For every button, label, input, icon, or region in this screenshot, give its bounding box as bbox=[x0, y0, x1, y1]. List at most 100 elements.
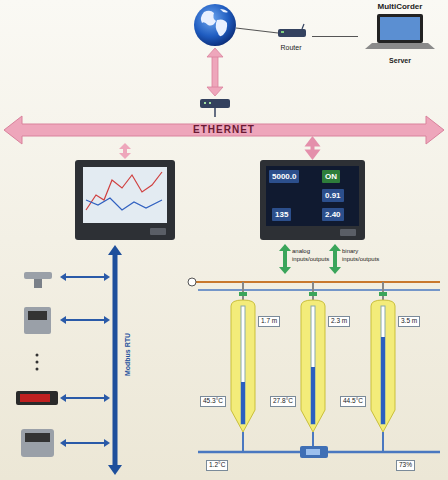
measurement-label: 3.5 m bbox=[398, 316, 420, 327]
router-icon-part bbox=[302, 24, 304, 29]
modbus-arrows-part bbox=[104, 316, 110, 324]
drain-pipes-part bbox=[312, 432, 314, 446]
recorder-link-arrow-part bbox=[119, 143, 131, 149]
value-recorder-part bbox=[260, 160, 365, 240]
modbus-arrows-part bbox=[60, 394, 66, 402]
laptop-icon-part bbox=[380, 17, 420, 40]
value-recorder-part bbox=[340, 229, 356, 236]
modbus-arrows-part bbox=[113, 254, 118, 466]
globe-icon-part bbox=[194, 4, 236, 46]
switch-icon-part bbox=[214, 108, 216, 117]
modbus-arrows-part bbox=[108, 465, 122, 475]
process-pipes-part bbox=[309, 292, 317, 296]
internet-arrow-part bbox=[212, 56, 218, 88]
modbus-arrows-part bbox=[64, 442, 106, 444]
measurement-label: 1.7 m bbox=[258, 316, 280, 327]
globe-icon-part bbox=[220, 9, 228, 13]
internet-arrow-part bbox=[207, 87, 223, 96]
wan-line bbox=[236, 28, 278, 33]
laptop-icon-part bbox=[377, 14, 423, 43]
process-pipes-part bbox=[312, 282, 314, 300]
process-pipes bbox=[188, 278, 440, 300]
connector bbox=[312, 36, 358, 37]
drain-pipes-part bbox=[242, 432, 244, 452]
tank-part bbox=[241, 382, 245, 424]
server-node: MultiCorderServer bbox=[358, 2, 442, 66]
bus-label: Modbus RTU bbox=[123, 325, 132, 385]
display-value: 135 bbox=[272, 208, 291, 221]
recorder-link-arrow bbox=[119, 143, 131, 159]
measurement-label: 44.5°C bbox=[340, 396, 366, 407]
node-label: MultiCorder bbox=[378, 2, 423, 12]
chart-recorder bbox=[75, 160, 175, 240]
io-label: analog inputs/outputs bbox=[292, 247, 336, 263]
field-devices-part bbox=[24, 272, 52, 279]
drain-pipes-part bbox=[382, 432, 384, 452]
switch-icon bbox=[200, 99, 230, 117]
arrow-head bbox=[305, 136, 321, 146]
display-value: 0.91 bbox=[322, 189, 344, 202]
ethernet-band bbox=[4, 116, 444, 144]
globe-icon-part bbox=[216, 19, 227, 36]
field-devices-part bbox=[20, 394, 50, 402]
chart-recorder-part bbox=[75, 160, 175, 240]
tank-part bbox=[241, 306, 245, 424]
connector-line bbox=[312, 36, 358, 37]
modbus-arrows bbox=[60, 245, 122, 475]
tank-part bbox=[371, 300, 395, 432]
switch-icon-part bbox=[200, 99, 230, 108]
internet-arrow bbox=[207, 48, 223, 96]
laptop-icon bbox=[365, 14, 435, 49]
process-pipes-part bbox=[188, 278, 196, 286]
field-devices-part bbox=[28, 311, 47, 320]
io-label: binary inputs/outputs bbox=[342, 247, 390, 263]
modbus-arrows-part bbox=[60, 439, 66, 447]
process-pipes-part bbox=[379, 292, 387, 296]
field-devices-part bbox=[36, 354, 39, 357]
tank-part bbox=[301, 300, 325, 432]
chart-recorder-part bbox=[86, 198, 162, 210]
globe-icon bbox=[194, 4, 236, 46]
drain-pipes-part bbox=[306, 449, 320, 455]
modbus-arrows-part bbox=[104, 394, 110, 402]
modbus-arrows-part bbox=[64, 276, 106, 278]
tank-part bbox=[311, 306, 315, 424]
measurement-label: 1.2°C bbox=[206, 460, 228, 471]
field-devices-part bbox=[21, 429, 54, 457]
measurement-label: 2.3 m bbox=[328, 316, 350, 327]
display-value: ON bbox=[322, 170, 340, 183]
internet-arrow-part bbox=[207, 48, 223, 57]
modbus-arrows-part bbox=[108, 245, 122, 255]
measurement-label: 27.8°C bbox=[270, 396, 296, 407]
io-arrows-part bbox=[333, 250, 337, 268]
wan-line-part bbox=[236, 28, 278, 33]
ethernet-band: ETHERNET bbox=[30, 124, 418, 136]
modbus-arrows-part bbox=[104, 273, 110, 281]
io-arrows bbox=[279, 244, 341, 274]
io-arrows-part bbox=[329, 267, 341, 274]
field-devices-part bbox=[36, 368, 39, 371]
modbus-arrows-part bbox=[64, 319, 106, 321]
modbus-arrows-part bbox=[104, 439, 110, 447]
drain-pipes-part bbox=[300, 446, 328, 458]
node-label: ETHERNET bbox=[193, 124, 255, 136]
chart-recorder-part bbox=[83, 167, 167, 223]
field-devices-part bbox=[16, 391, 58, 405]
display-value: 5000.0 bbox=[269, 170, 299, 183]
process-pipes-part bbox=[239, 292, 247, 296]
router-icon bbox=[278, 24, 306, 37]
tank-part bbox=[381, 337, 385, 424]
process-pipes-part bbox=[192, 281, 440, 283]
switch-icon-part bbox=[209, 102, 211, 104]
field-devices-part bbox=[34, 279, 42, 288]
io-arrows-part bbox=[283, 250, 287, 268]
field-devices-part bbox=[25, 433, 50, 442]
modbus-arrows-part bbox=[64, 397, 106, 399]
recorder-link-arrow-part bbox=[119, 153, 131, 159]
field-devices bbox=[16, 272, 58, 457]
process-pipes-part bbox=[382, 282, 384, 300]
measurement-label: 73% bbox=[396, 460, 415, 471]
router-icon-part bbox=[278, 29, 306, 37]
